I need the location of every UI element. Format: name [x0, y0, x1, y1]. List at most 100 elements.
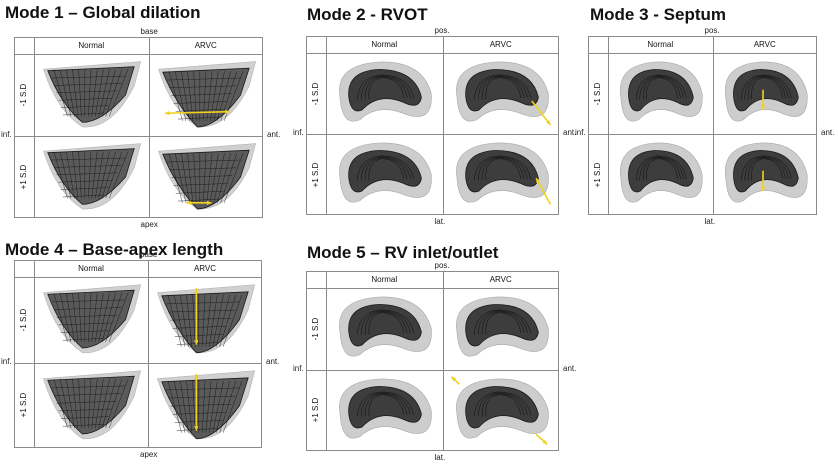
rv-mesh-image: [329, 56, 439, 131]
grid-divider: [14, 54, 263, 55]
rv-mesh-image: [329, 291, 439, 366]
top-orientation-label: pos.: [705, 26, 720, 35]
right-orientation-label: ant.: [821, 128, 834, 137]
row-header: +1 S.D: [19, 385, 29, 425]
grid-divider: [306, 134, 559, 135]
rv-mesh-drawing: [446, 373, 556, 448]
rv-mesh-drawing: [37, 57, 145, 133]
right-orientation-label: ant.: [267, 130, 280, 139]
row-header: -1 S.D: [19, 300, 29, 340]
rv-mesh-image: [151, 366, 259, 445]
bottom-orientation-label: apex: [141, 220, 158, 229]
column-header: ARVC: [148, 264, 262, 274]
bottom-orientation-label: lat.: [435, 217, 446, 226]
mesh-surface: [162, 292, 248, 353]
bottom-orientation-label: lat.: [705, 217, 716, 226]
rv-mesh-drawing: [716, 56, 814, 131]
row-header: -1 S.D: [311, 74, 321, 114]
bottom-orientation-label: lat.: [435, 453, 446, 462]
left-orientation-label: inf.: [1, 130, 12, 139]
rv-mesh-image: [151, 280, 259, 359]
row-header: +1 S.D: [19, 157, 29, 197]
left-orientation-label: inf.: [1, 357, 12, 366]
row-header: +1 S.D: [311, 390, 321, 430]
mesh-surface: [162, 150, 248, 209]
right-orientation-label: ant.: [563, 364, 576, 373]
rv-mesh-drawing: [446, 56, 556, 131]
column-header: ARVC: [443, 40, 560, 50]
left-orientation-label: inf.: [293, 364, 304, 373]
row-header: +1 S.D: [593, 155, 603, 195]
column-header: Normal: [34, 264, 148, 274]
rv-mesh-image: [37, 366, 145, 445]
panel-title: Mode 4 – Base-apex length: [5, 240, 223, 260]
top-orientation-label: base: [140, 250, 157, 259]
rv-mesh-drawing: [329, 373, 439, 448]
rv-mesh-image: [716, 56, 814, 131]
panel-title: Mode 1 – Global dilation: [5, 3, 201, 23]
rv-mesh-drawing: [329, 137, 439, 212]
rv-mesh-image: [329, 373, 439, 448]
rv-mesh-drawing: [611, 137, 709, 212]
grid-divider: [443, 271, 444, 451]
bottom-orientation-label: apex: [140, 450, 157, 459]
rv-mesh-drawing: [152, 139, 260, 215]
row-header: -1 S.D: [19, 75, 29, 115]
rv-mesh-drawing: [611, 56, 709, 131]
grid-divider: [588, 134, 817, 135]
grid-divider: [148, 260, 149, 448]
rv-mesh-image: [611, 56, 709, 131]
top-orientation-label: base: [141, 27, 158, 36]
column-header: ARVC: [149, 41, 264, 51]
top-orientation-label: pos.: [435, 26, 450, 35]
column-header: Normal: [34, 41, 149, 51]
left-orientation-label: inf.: [293, 128, 304, 137]
rv-mesh-drawing: [151, 366, 259, 445]
rv-mesh-image: [37, 280, 145, 359]
rv-mesh-drawing: [446, 291, 556, 366]
row-header: -1 S.D: [593, 74, 603, 114]
left-orientation-label: inf.: [575, 128, 586, 137]
row-header: +1 S.D: [311, 155, 321, 195]
panel-title: Mode 3 - Septum: [590, 5, 726, 25]
column-header: Normal: [608, 40, 713, 50]
rv-mesh-drawing: [329, 56, 439, 131]
rv-mesh-drawing: [152, 57, 260, 133]
rv-mesh-image: [37, 57, 145, 133]
grid-divider: [608, 36, 609, 215]
mesh-surface: [162, 68, 248, 127]
grid-divider: [713, 36, 714, 215]
grid-divider: [326, 271, 327, 451]
column-header: Normal: [326, 40, 443, 50]
rv-mesh-image: [446, 137, 556, 212]
rv-mesh-drawing: [37, 280, 145, 359]
panel-title: Mode 2 - RVOT: [307, 5, 428, 25]
column-header: ARVC: [713, 40, 818, 50]
grid-divider: [14, 277, 262, 278]
rv-mesh-drawing: [37, 366, 145, 445]
mesh-surface: [162, 377, 248, 438]
mesh-surface: [48, 67, 134, 123]
mesh-surface: [48, 290, 134, 348]
grid-divider: [443, 36, 444, 215]
grid-divider: [34, 37, 35, 218]
grid-divider: [14, 136, 263, 137]
mesh-surface: [48, 376, 134, 434]
grid-divider: [306, 53, 559, 54]
grid-divider: [306, 370, 559, 371]
arrow-head: [164, 111, 169, 115]
rv-mesh-drawing: [329, 291, 439, 366]
rv-mesh-drawing: [716, 137, 814, 212]
rv-mesh-image: [716, 137, 814, 212]
rv-mesh-image: [446, 291, 556, 366]
panel-title: Mode 5 – RV inlet/outlet: [307, 243, 498, 263]
rv-mesh-image: [611, 137, 709, 212]
rv-mesh-image: [152, 139, 260, 215]
grid-divider: [588, 53, 817, 54]
grid-divider: [14, 363, 262, 364]
top-orientation-label: pos.: [435, 261, 450, 270]
column-header: Normal: [326, 275, 443, 285]
grid-divider: [306, 288, 559, 289]
row-header: -1 S.D: [311, 309, 321, 349]
grid-divider: [149, 37, 150, 218]
